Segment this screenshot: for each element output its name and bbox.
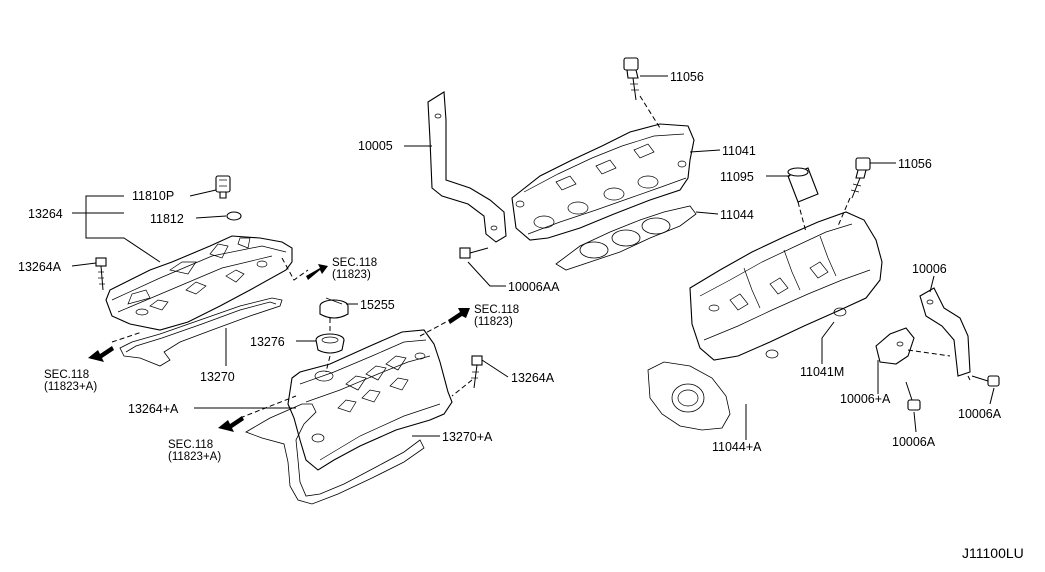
sec-label-2-line2: (11823+A) [44,381,97,393]
sec-dash-2 [111,331,143,343]
leader-13264 [72,195,161,263]
leader-10006AA [467,261,506,287]
sec-arrow-1 [306,264,328,280]
cylinder-head-11041 [511,123,695,241]
label-13264A-left: 13264A [18,260,62,274]
diagram-reference-code: J11100LU [962,545,1024,561]
bolt-11056-top [623,57,639,101]
bolt-dash-mid [451,379,473,397]
label-11044pA: 11044+A [712,440,762,454]
bracket-10005 [427,91,507,243]
label-11812: 11812 [150,212,184,226]
label-11041: 11041 [722,144,756,158]
sec-label-3-line1: SEC.118 [474,304,519,316]
bracket-10006 [919,287,971,377]
dowel-dash [797,201,807,233]
label-11056-right: 11056 [898,157,932,171]
label-10006pA: 10006+A [840,392,891,406]
sec-dash-3 [419,321,447,337]
label-13276: 13276 [250,335,285,349]
bolt-13264A-left [95,257,107,291]
sec-dash-1 [281,257,309,281]
sec-label-1-line2: (11823) [332,269,371,281]
bolt-13264A-mid [471,355,483,389]
label-13270: 13270 [200,370,235,384]
sec-arrow-4 [218,416,244,432]
label-11041M: 11041M [800,365,844,379]
label-11056-top: 11056 [670,70,704,84]
label-10006A-bottom: 10006A [892,435,936,449]
sec-label-3-line2: (11823) [474,316,513,328]
bolt-dash-right [837,197,851,227]
bolt-10006A-right [971,375,1000,387]
leader-10006A-bottom [913,411,917,433]
bolt-10006A-bottom [905,381,921,411]
bolt-10006AA [459,247,489,259]
label-13270pA: 13270+A [442,430,493,444]
label-11095: 11095 [720,170,754,184]
gasket-11044 [555,205,697,271]
sec-label-1-line1: SEC.118 [332,257,377,269]
bracket-10006pA [875,327,915,365]
leader-10006A-right [989,387,995,405]
rocker-cover-left [105,235,293,331]
label-10006A-right: 10006A [958,407,1002,421]
leader-13264A-left [71,262,97,267]
cylinder-head-11041M [689,211,883,361]
cap-dash [325,318,331,373]
leader-10006 [929,275,935,293]
leader-11812 [195,215,227,219]
label-13264pA: 13264+A [128,402,179,416]
label-11810P: 11810P [132,189,174,203]
dowel-11095 [787,167,819,203]
label-11044: 11044 [720,208,754,222]
leader-11810P [189,189,217,197]
label-13264A-mid: 13264A [511,371,555,385]
sec-label-4-line1: SEC.118 [168,439,213,451]
gasket-11044pA [647,361,731,431]
oil-filler-cap-15255 [319,297,349,319]
bracket-dash [907,349,971,381]
sec-label-4-line2: (11823+A) [168,451,221,463]
filler-seal-13276 [315,333,345,354]
leader-11041 [689,149,721,153]
leader-11044 [695,211,719,215]
gasket-13270pA [245,403,425,505]
label-15255: 15255 [360,298,395,312]
sec-arrow-2 [88,346,114,362]
label-10005: 10005 [358,139,393,153]
label-10006: 10006 [912,262,947,276]
oil-separator-valve-11810P [215,175,231,199]
bolt-dash-top [639,95,661,129]
label-10006AA: 10006AA [508,280,560,294]
label-13264: 13264 [28,207,63,221]
sec-label-2-line1: SEC.118 [44,369,89,381]
sec-dash-4 [239,395,297,419]
grommet-11812 [226,211,242,221]
sec-arrow-3 [448,308,470,324]
bolt-11056-right [850,157,871,199]
rocker-cover-right [287,329,453,471]
gasket-13270 [119,297,283,367]
leader-11041M [821,321,835,364]
leader-13264A-mid [481,359,509,378]
